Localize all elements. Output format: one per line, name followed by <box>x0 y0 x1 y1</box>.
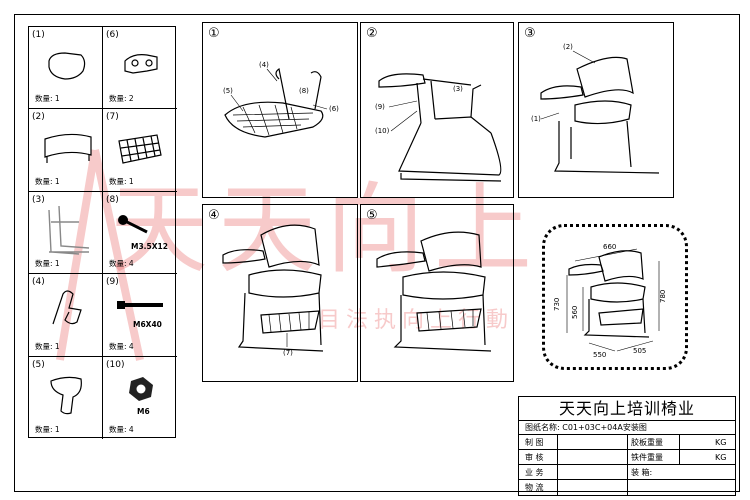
dim-730: 730 <box>553 298 561 311</box>
part-cell-3: (3) 数量: 1 <box>29 191 103 275</box>
row-field: 装 箱: <box>631 468 653 477</box>
frame-tablet-drawing: (3) (9) (10) <box>375 73 502 182</box>
backrest-assembly-drawing: (2) (1) <box>531 43 660 174</box>
dim-505: 505 <box>633 347 646 355</box>
callout-label: (5) <box>223 87 233 95</box>
drawing-frame <box>14 14 740 492</box>
drawing-name: 图纸名称: C01+03C+04A安装图 <box>525 423 647 432</box>
divider <box>557 435 558 495</box>
dim-660: 660 <box>603 243 616 251</box>
part-spec: M3.5X12 <box>131 241 168 251</box>
part-number: (9) <box>106 277 119 288</box>
callout-label: (7) <box>283 349 293 357</box>
part-qty: 数量: 4 <box>109 341 134 351</box>
part-cell-6: (6) 数量: 2 <box>103 27 177 110</box>
part-number: (8) <box>106 194 119 205</box>
callout-label: (1) <box>531 115 541 123</box>
divider <box>679 435 680 465</box>
part-cell-2: (2) 数量: 1 <box>29 109 103 192</box>
callout-label: (2) <box>563 43 573 51</box>
part-number: (4) <box>32 277 45 288</box>
part-number: (2) <box>32 112 45 123</box>
drawing-name-row: 图纸名称: C01+03C+04A安装图 <box>519 420 735 435</box>
part-number: (10) <box>106 359 125 370</box>
part-qty: 数量: 4 <box>109 424 134 434</box>
part-spec: M6 <box>137 406 150 416</box>
part-number: (5) <box>32 359 45 370</box>
part-qty: 数量: 1 <box>35 424 60 434</box>
row-label: 制 图 <box>525 438 544 447</box>
dim-560: 560 <box>571 306 579 319</box>
chair-frame-icon <box>48 205 90 255</box>
callout-label: (6) <box>329 105 339 113</box>
row-label: 业 务 <box>525 468 544 477</box>
bolt-icon <box>117 301 163 310</box>
title-row: 物 流 <box>519 480 735 495</box>
clamp-bracket-icon <box>124 54 158 74</box>
part-cell-1: (1) 数量: 1 <box>29 27 103 110</box>
dim-780: 780 <box>659 290 667 303</box>
part-cell-5: (5) 数量: 1 <box>29 356 103 439</box>
part-qty: 数量: 1 <box>109 176 134 186</box>
step-3-panel: ③ (2) (1) <box>518 22 674 198</box>
part-qty: 数量: 1 <box>35 259 60 269</box>
dimensioned-chair-drawing: 660 730 560 780 550 505 <box>553 243 667 359</box>
row-unit: KG <box>715 438 727 447</box>
company-name: 天天向上培训椅业 <box>519 397 735 421</box>
part-qty: 数量: 2 <box>109 94 134 104</box>
backrest-icon <box>44 134 92 164</box>
dimension-preview: 660 730 560 780 550 505 <box>542 224 688 370</box>
armrest-plate-icon <box>50 376 82 414</box>
part-cell-7: (7) 数量: 1 <box>103 109 177 192</box>
step-number: ② <box>366 26 378 41</box>
part-qty: 数量: 1 <box>35 94 60 104</box>
step-number: ① <box>208 26 220 41</box>
step-2-panel: ② (3) (9) (10) <box>360 22 514 198</box>
row-field: 铁件重量 <box>631 453 663 462</box>
part-cell-10: (10) M6 数量: 4 <box>103 357 177 439</box>
row-unit: KG <box>715 453 727 462</box>
parts-table: (1) 数量: 1 (6) 数量: 2 (2) 数量: 1 (7) 数量: 1 … <box>28 26 177 439</box>
watermark-logo: 天天向上 <box>110 173 543 287</box>
part-cell-9: (9) M6X40 数量: 4 <box>103 274 177 357</box>
part-qty: 数量: 4 <box>109 259 134 269</box>
part-cell-4: (4) 数量: 1 <box>29 274 103 357</box>
step-5-panel: ⑤ <box>360 204 514 382</box>
part-number: (1) <box>32 30 45 40</box>
completed-chair-drawing <box>376 231 492 352</box>
step-number: ③ <box>524 26 536 41</box>
arm-bracket-icon <box>52 290 82 325</box>
hex-nut-icon <box>129 376 153 401</box>
callout-label: (10) <box>375 127 390 135</box>
tapping-screw-icon <box>118 214 148 234</box>
step-number: ⑤ <box>366 208 378 223</box>
callout-label: (3) <box>453 85 463 93</box>
part-number: (6) <box>106 30 119 40</box>
seat-assembly-drawing: (4) (5) (8) (6) <box>223 61 339 138</box>
part-cell-8: (8) M3.5X12 数量: 4 <box>103 192 177 275</box>
part-qty: 数量: 1 <box>35 176 60 186</box>
part-spec: M6X40 <box>133 320 162 330</box>
callout-label: (8) <box>299 87 309 95</box>
callout-label: (4) <box>259 61 269 69</box>
watermark-subtitle: 目法执向上行動 <box>318 308 515 333</box>
callout-label: (9) <box>375 103 385 111</box>
writing-tablet-icon <box>48 52 86 80</box>
step-4-panel: ④ (7) <box>202 204 358 382</box>
basket-assembly-drawing: (7) <box>222 224 324 357</box>
step-1-panel: ① (4) (5) (8) (6) <box>202 22 358 198</box>
row-label: 物 流 <box>525 483 544 492</box>
part-number: (7) <box>106 112 119 123</box>
step-number: ④ <box>208 208 220 223</box>
divider <box>627 435 628 495</box>
dim-550: 550 <box>593 351 606 359</box>
title-block: 天天向上培训椅业 图纸名称: C01+03C+04A安装图 制 图 胶板重量 K… <box>518 396 736 496</box>
basket-icon <box>118 134 162 165</box>
part-number: (3) <box>32 194 45 205</box>
row-field: 胶板重量 <box>631 438 663 447</box>
row-label: 审 核 <box>525 453 544 462</box>
part-qty: 数量: 1 <box>35 341 60 351</box>
